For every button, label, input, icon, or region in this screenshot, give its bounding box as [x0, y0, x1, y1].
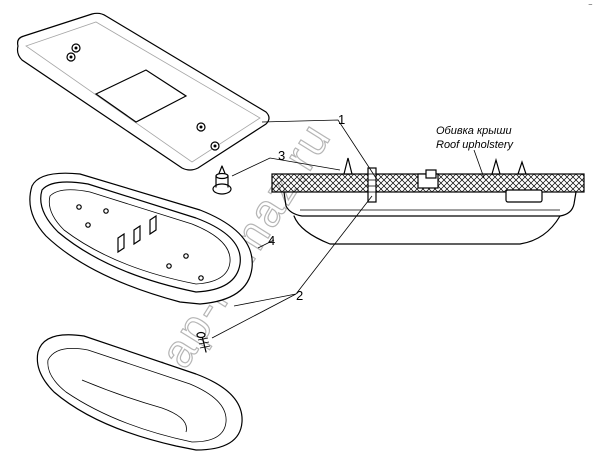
caption-ru: Обивка крыши — [436, 125, 512, 137]
corner-mark: ⁻ — [588, 1, 593, 11]
callout-1: 1 — [338, 112, 345, 127]
leader-lines — [211, 119, 485, 339]
lamp-lens — [36, 334, 243, 451]
caption-en: Roof upholstery — [436, 139, 515, 151]
callout-3: 3 — [278, 148, 285, 163]
mounting-plate — [16, 12, 270, 171]
callout-2: 2 — [296, 288, 303, 303]
fastener-clip — [212, 165, 232, 195]
lamp-housing — [29, 172, 253, 305]
callout-4: 4 — [268, 233, 275, 248]
screw — [196, 331, 211, 353]
roof-section — [271, 157, 585, 245]
